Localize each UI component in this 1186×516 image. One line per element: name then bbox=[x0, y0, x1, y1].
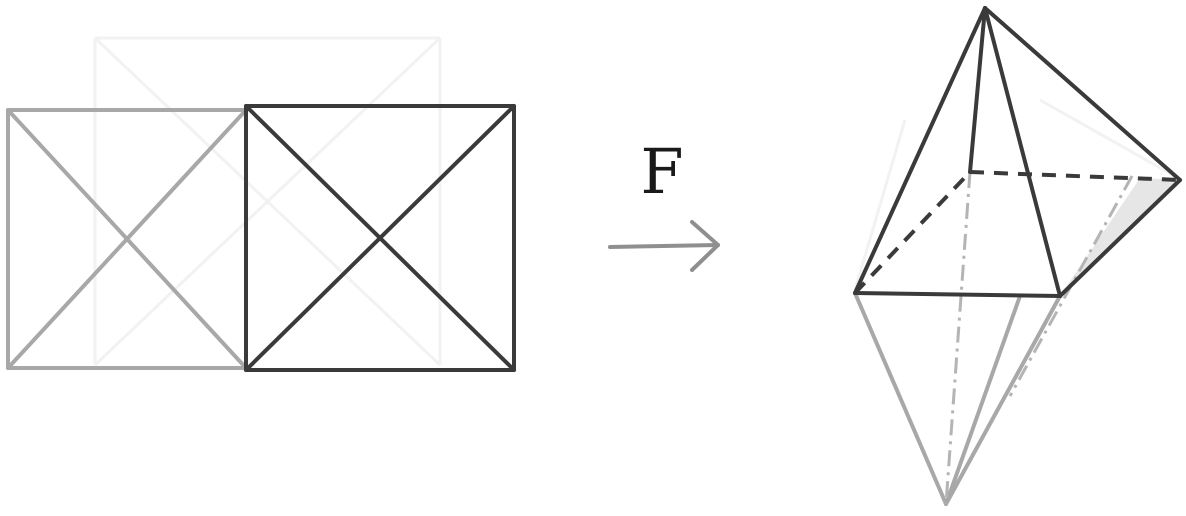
arrow-head bbox=[690, 220, 720, 272]
faint-ghost-lines bbox=[93, 36, 442, 367]
dark-square-face bbox=[244, 104, 516, 372]
lower-edge-hidden-back bbox=[944, 171, 972, 505]
upper-edge-back bbox=[968, 6, 987, 174]
arrow-shaft bbox=[608, 243, 720, 249]
map-label: F bbox=[640, 135, 683, 208]
dark-square-diagonal-2 bbox=[244, 104, 516, 372]
dark-square-outline bbox=[244, 104, 516, 372]
upper-edge-left bbox=[853, 6, 987, 295]
lower-edge-front-middle bbox=[944, 294, 1022, 506]
upper-edge-front bbox=[983, 6, 1062, 298]
base-edge-right bbox=[1058, 178, 1182, 298]
upper-edge-right bbox=[983, 6, 1182, 182]
double-pyramid bbox=[853, 6, 1182, 506]
faint-ghost-pyramid bbox=[853, 98, 1179, 291]
light-square-face bbox=[6, 108, 248, 370]
lower-edge-front-left bbox=[853, 291, 948, 506]
base-edge-hidden-left bbox=[853, 170, 972, 295]
light-square-diagonal-2 bbox=[6, 108, 248, 370]
lower-edge-front-right bbox=[944, 294, 1062, 506]
base-edge-front bbox=[853, 291, 1062, 298]
mapping-arrow bbox=[608, 220, 720, 272]
base-edge-hidden-back bbox=[969, 170, 1181, 182]
